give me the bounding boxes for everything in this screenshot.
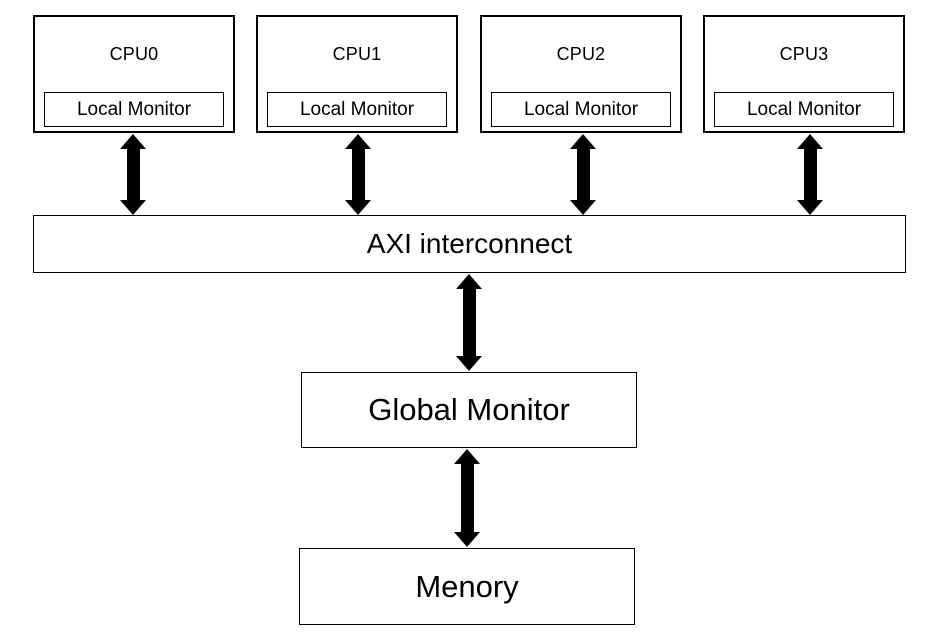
arrow-down-icon: [454, 532, 480, 547]
arrow-up-icon: [454, 449, 480, 464]
cpu3-label: CPU3: [779, 44, 829, 64]
axi-interconnect-label: AXI interconnect: [366, 228, 573, 259]
cpu1-local-monitor-label: Local Monitor: [299, 98, 415, 120]
memory-box: Menory: [299, 548, 635, 625]
cpu3-local-monitor-box: Local Monitor: [714, 92, 894, 127]
cpu2-box: CPU2 Local Monitor: [480, 15, 682, 133]
arrow-up-icon: [570, 134, 596, 149]
arrow-global-monitor-memory: [454, 449, 481, 547]
cpu3-local-monitor-label: Local Monitor: [746, 98, 862, 120]
axi-interconnect-bar: AXI interconnect: [33, 215, 906, 273]
cpu0-local-monitor-box: Local Monitor: [44, 92, 224, 127]
cpu0-label: CPU0: [109, 44, 159, 64]
cpu2-label: CPU2: [556, 44, 606, 64]
arrow-shaft: [462, 289, 476, 356]
arrow-shaft: [351, 149, 365, 200]
arrow-cpu2-axi: [570, 134, 597, 215]
arrow-up-icon: [120, 134, 146, 149]
cpu1-label: CPU1: [332, 44, 382, 64]
arrow-down-icon: [120, 200, 146, 215]
arrow-shaft: [803, 149, 817, 200]
global-monitor-label: Global Monitor: [368, 392, 570, 427]
arrow-cpu3-axi: [797, 134, 824, 215]
arrow-cpu1-axi: [345, 134, 372, 215]
arrow-up-icon: [456, 274, 482, 289]
cpu2-local-monitor-box: Local Monitor: [491, 92, 671, 127]
arrow-down-icon: [456, 356, 482, 371]
arrow-axi-global-monitor: [456, 274, 483, 371]
cpu1-local-monitor-box: Local Monitor: [267, 92, 447, 127]
arrow-up-icon: [345, 134, 371, 149]
arrow-shaft: [126, 149, 140, 200]
arrow-down-icon: [345, 200, 371, 215]
arrow-up-icon: [797, 134, 823, 149]
memory-label: Menory: [415, 568, 519, 604]
cpu0-local-monitor-label: Local Monitor: [76, 98, 192, 120]
arrow-shaft: [460, 464, 474, 532]
arrow-shaft: [576, 149, 590, 200]
cpu0-box: CPU0 Local Monitor: [33, 15, 235, 133]
arrow-down-icon: [797, 200, 823, 215]
cpu2-local-monitor-label: Local Monitor: [523, 98, 639, 120]
arrow-down-icon: [570, 200, 596, 215]
arrow-cpu0-axi: [120, 134, 147, 215]
global-monitor-box: Global Monitor: [301, 372, 637, 448]
cpu3-box: CPU3 Local Monitor: [703, 15, 905, 133]
cpu1-box: CPU1 Local Monitor: [256, 15, 458, 133]
